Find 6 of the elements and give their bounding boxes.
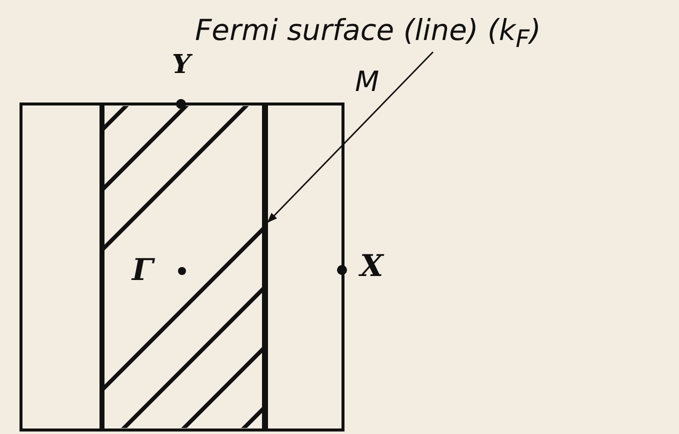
point-label: Γ [132, 256, 154, 286]
point-label: X [360, 252, 384, 282]
arrow [267, 51, 434, 223]
point-label: M [355, 68, 380, 96]
annotation-text: Fermi surface (line) (k$_{F}$) [195, 8, 541, 61]
point-label: Y [172, 52, 191, 78]
